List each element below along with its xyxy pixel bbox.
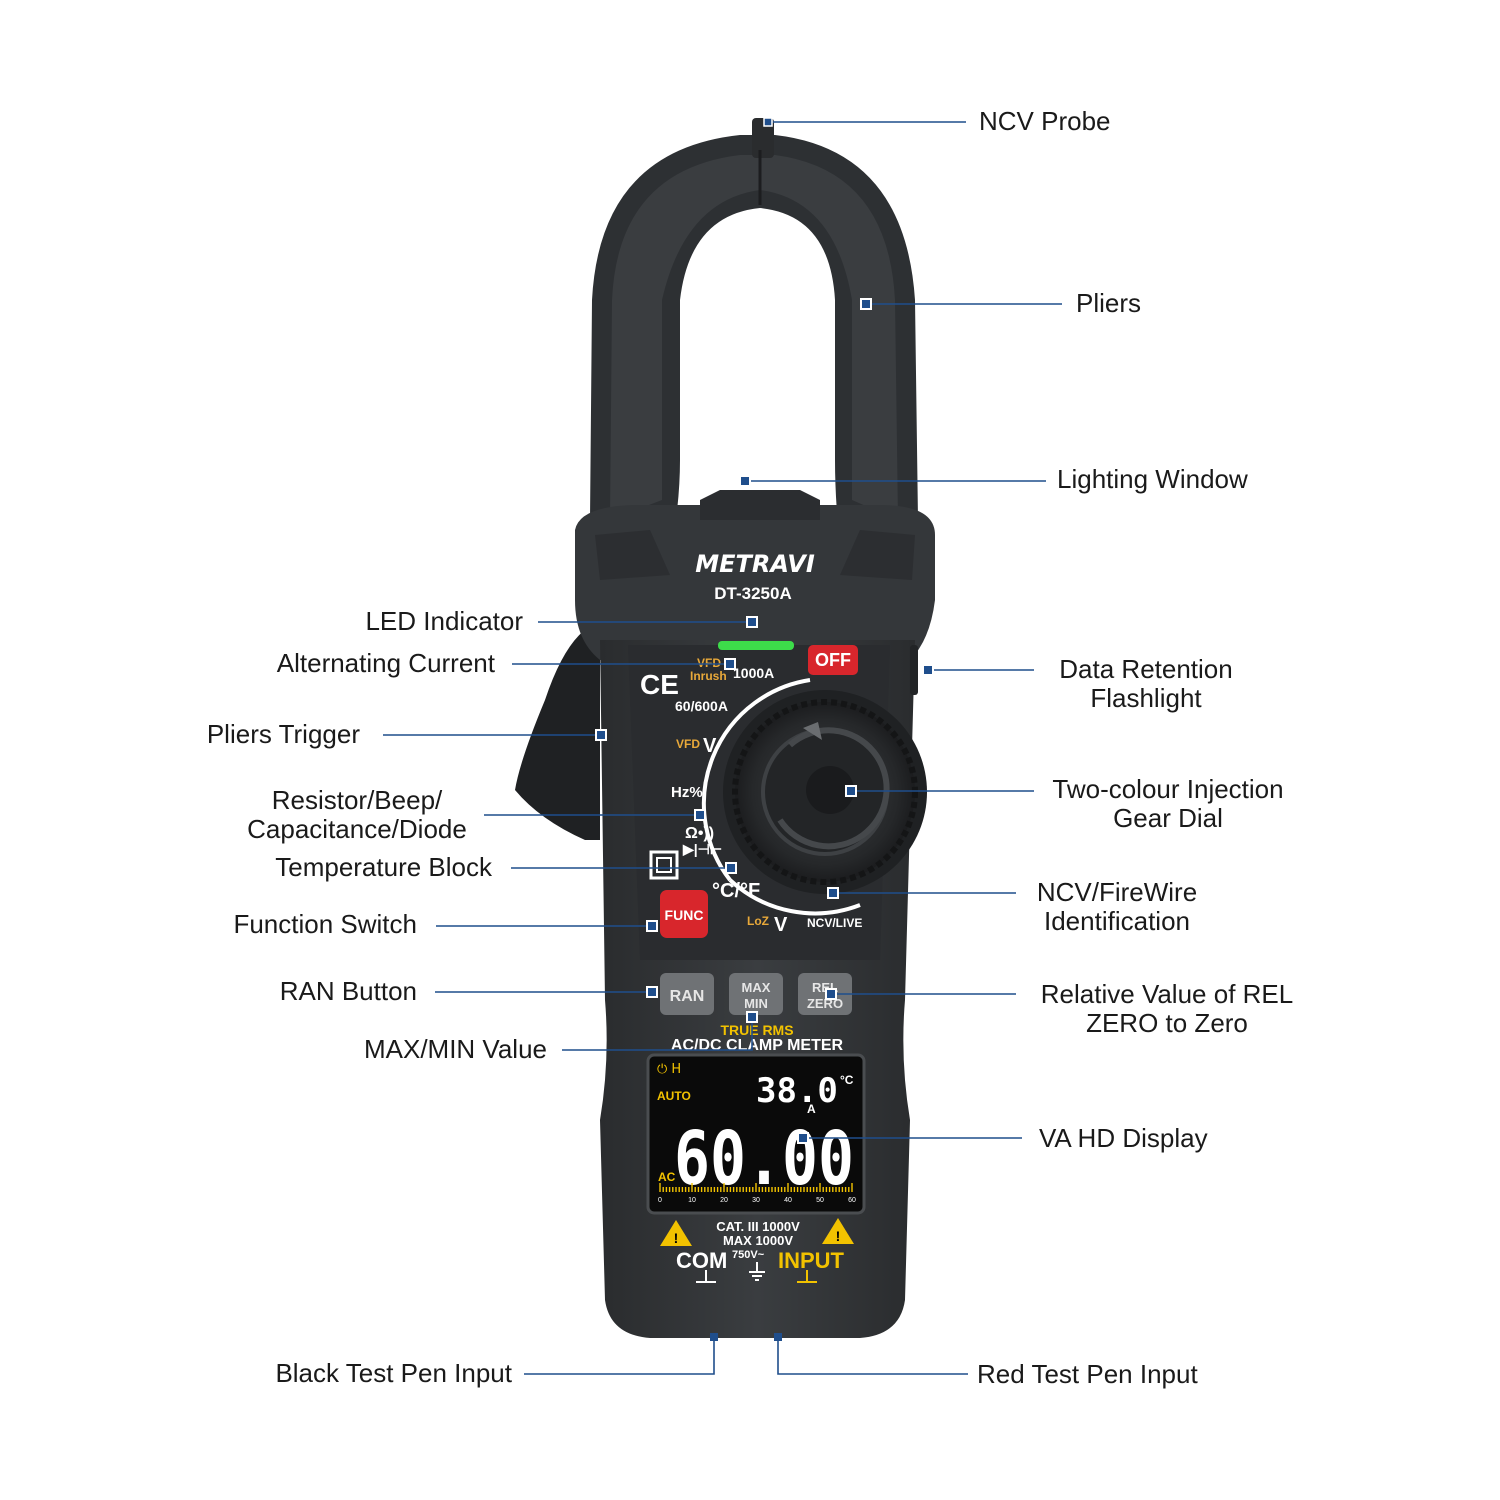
label-ncv-fire-line-2: Identification — [1044, 906, 1190, 936]
display-secondary-unit: °C — [840, 1073, 854, 1087]
model-label: DT-3250A — [714, 584, 791, 603]
voltage-label: 750V~ — [732, 1249, 765, 1261]
input-label: INPUT — [778, 1248, 845, 1273]
anchor-dots — [595, 117, 934, 1341]
svg-text:RAN: RAN — [670, 988, 705, 1005]
dial-label-vfd-v: VFD — [676, 737, 700, 751]
warning-icon-right — [822, 1218, 854, 1244]
max-rating: MAX 1000V — [723, 1233, 793, 1248]
svg-text:!: ! — [836, 1228, 841, 1244]
label-red-pen: Red Test Pen Input — [977, 1359, 1198, 1389]
lighting-window — [700, 490, 820, 520]
label-function-switch: Function Switch — [233, 909, 417, 939]
bargraph-tick-label: 30 — [752, 1197, 760, 1204]
dial-label-60-600a: 60/600A — [675, 698, 728, 714]
true-rms-label: TRUE RMS — [720, 1022, 793, 1038]
safety-panel: ! ! CAT. III 1000V MAX 1000V COM 750V~ I… — [660, 1218, 854, 1283]
power-hold-icons: ⏻ H — [657, 1062, 681, 1077]
dial-diode-symbol: ▶|⊣⊢ — [682, 841, 722, 857]
svg-text:OFF: OFF — [815, 650, 851, 670]
display-primary-value: 60.00 — [674, 1116, 854, 1202]
label-led-indicator: LED Indicator — [365, 606, 523, 636]
pliers-jaws — [590, 118, 919, 545]
label-black-pen: Black Test Pen Input — [275, 1358, 512, 1388]
brand-label: METRAVI — [695, 550, 815, 578]
label-pliers-trigger: Pliers Trigger — [206, 719, 360, 749]
dial-label-temp: °C/°F — [712, 880, 760, 902]
label-va-display: VA HD Display — [1039, 1123, 1208, 1153]
label-resistor: Resistor/Beep/ Capacitance/Diode — [247, 786, 467, 844]
flashlight-button[interactable] — [910, 645, 918, 695]
label-ncv-fire: NCV/FireWire Identification — [1037, 878, 1197, 936]
bargraph-tick-label: 60 — [848, 1197, 856, 1204]
func-button[interactable]: FUNC — [660, 890, 708, 938]
bargraph-tick-label: 10 — [688, 1197, 696, 1204]
max-min-button[interactable]: MAX MIN — [729, 973, 783, 1015]
leader-lines — [383, 121, 1062, 1375]
label-data-retention-line-1: Data Retention — [1059, 654, 1233, 684]
label-ran-button: RAN Button — [279, 976, 417, 1006]
bargraph-tick-label: 40 — [784, 1197, 792, 1204]
label-ncv-fire-line-1: NCV/FireWire — [1036, 877, 1198, 907]
ground-symbol — [749, 1262, 765, 1281]
dial-loz-v-symbol: V — [774, 914, 788, 936]
off-position[interactable]: OFF — [808, 645, 858, 675]
label-rel-zero-line-1: Relative Value of REL — [1040, 979, 1294, 1009]
dial-label-1000a: 1000A — [733, 665, 774, 681]
va-hd-display: ⏻ H AUTO 38.0 °C A AC 60.00 0 10 20 30 40 50 6… — [646, 1053, 866, 1215]
label-pliers: Pliers — [1076, 288, 1142, 318]
label-max-min: MAX/MIN Value — [363, 1034, 547, 1064]
label-ncv-probe: NCV Probe — [979, 106, 1111, 136]
label-lighting-window: Lighting Window — [1057, 464, 1248, 494]
dial-label-ncv-live: NCV/LIVE — [807, 916, 862, 930]
dial-label-loz: LoZ — [747, 914, 769, 928]
pliers-trigger — [515, 625, 600, 840]
leader-red-pen — [777, 1339, 968, 1375]
dial-label-vfd-a: VFD — [697, 656, 721, 670]
svg-text:FUNC: FUNC — [665, 907, 704, 923]
label-temperature-block: Temperature Block — [275, 852, 492, 882]
bargraph-tick-label: 50 — [816, 1197, 824, 1204]
com-jack-symbol — [696, 1270, 716, 1283]
dial-v-symbol: V — [703, 735, 717, 757]
led-indicator — [718, 641, 794, 650]
cat-rating: CAT. III 1000V — [716, 1219, 800, 1234]
com-label: COM — [676, 1248, 727, 1273]
label-data-retention: Data Retention Flashlight — [1059, 655, 1232, 713]
gear-dial[interactable] — [723, 690, 927, 894]
ce-mark: CE — [640, 669, 679, 700]
display-bargraph: 0 10 20 30 40 50 60 — [658, 1183, 856, 1204]
ncv-probe-tip — [752, 118, 774, 158]
temperature-block-icon — [649, 850, 679, 880]
label-rel-zero-line-2: ZERO to Zero — [1086, 1008, 1248, 1038]
label-gear-dial-line-2: Gear Dial — [1113, 803, 1223, 833]
label-alternating-current: Alternating Current — [276, 648, 495, 678]
display-secondary-value: 38.0 — [756, 1071, 838, 1111]
dial-label-hz: Hz% — [671, 784, 703, 801]
label-rel-zero: Relative Value of REL ZERO to Zero — [1041, 980, 1293, 1038]
svg-text:MAX: MAX — [742, 980, 771, 995]
display-primary-unit: A — [807, 1102, 816, 1116]
input-jack-symbol — [797, 1270, 817, 1283]
ran-button[interactable]: RAN — [660, 973, 714, 1015]
label-gear-dial: Two-colour Injection Gear Dial — [1052, 775, 1283, 833]
dial-label-inrush: Inrush — [690, 669, 727, 683]
bargraph-tick-label: 0 — [658, 1197, 662, 1204]
dial-ohm-symbol: Ω•)) — [685, 825, 714, 842]
panel-title: AC/DC CLAMP METER — [671, 1037, 844, 1054]
label-data-retention-line-2: Flashlight — [1090, 683, 1202, 713]
leader-black-pen — [524, 1339, 715, 1375]
meter-head — [575, 505, 935, 660]
svg-text:!: ! — [674, 1230, 679, 1246]
display-mode: AC — [658, 1170, 676, 1184]
svg-text:MIN: MIN — [744, 996, 768, 1011]
label-resistor-line-2: Capacitance/Diode — [247, 814, 467, 844]
warning-icon-left — [660, 1220, 692, 1246]
label-gear-dial-line-1: Two-colour Injection — [1052, 774, 1284, 804]
leader-max-min — [562, 1017, 753, 1051]
bargraph-tick-label: 20 — [720, 1197, 728, 1204]
label-resistor-line-1: Resistor/Beep/ — [271, 785, 443, 815]
display-auto: AUTO — [657, 1089, 691, 1103]
